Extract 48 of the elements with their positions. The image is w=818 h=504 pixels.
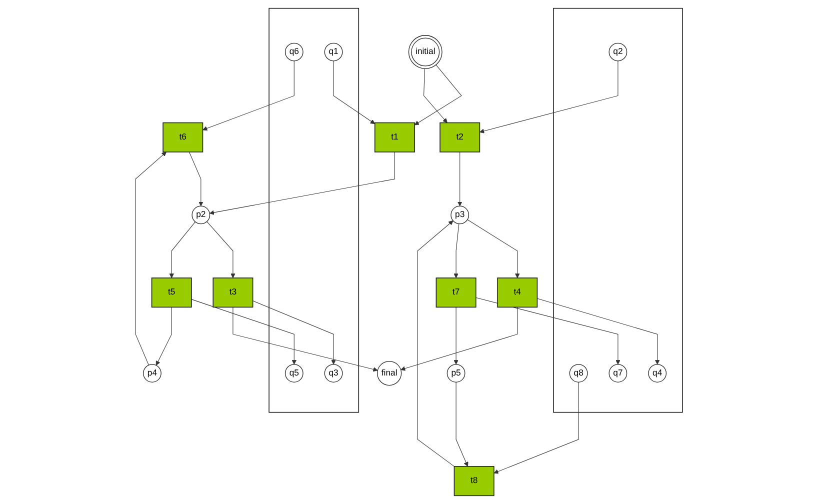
node-box: t2 [440,122,480,152]
arrow [202,60,294,131]
arrow [156,306,172,366]
node-box: t6 [162,122,204,152]
node-box: t8 [454,466,494,496]
arrow [400,306,518,371]
node-box: t5 [151,278,192,308]
node-circle: initial [408,35,442,69]
arrow [252,300,336,365]
node-circle: final [376,360,402,386]
node-circle: q5 [284,364,304,382]
arrow [467,219,520,278]
arrow [476,297,620,365]
node-circle: q3 [324,364,343,382]
arrow [479,60,618,134]
arrow [454,306,458,365]
node-circle: p3 [450,206,470,224]
arrow [209,152,395,215]
arrow [135,152,166,366]
cluster [553,8,683,413]
node-circle: p4 [143,364,162,382]
node-box: t4 [497,278,538,308]
arrow [191,299,297,365]
arrow [494,382,579,474]
arrow [456,382,468,467]
node-circle: p5 [446,364,466,382]
arrow [169,222,196,278]
arrow [424,68,448,123]
arrow [333,60,376,124]
node-circle: q7 [608,364,628,382]
node-circle: p2 [192,206,210,224]
node-box: t7 [436,278,476,308]
arrow [417,220,455,467]
node-box: t3 [212,278,254,308]
arrow [457,152,462,206]
arrow [232,306,378,372]
arrow [454,224,460,278]
node-box: t1 [374,122,415,152]
node-circle: q2 [608,42,628,62]
arrow [536,298,660,365]
arrow [414,64,462,126]
cluster [268,8,360,413]
node-circle: q6 [284,42,304,62]
arrow [188,152,204,206]
node-circle: q4 [648,364,667,382]
node-circle: q8 [569,364,588,382]
arrow [206,221,236,278]
node-circle: q1 [324,42,343,62]
